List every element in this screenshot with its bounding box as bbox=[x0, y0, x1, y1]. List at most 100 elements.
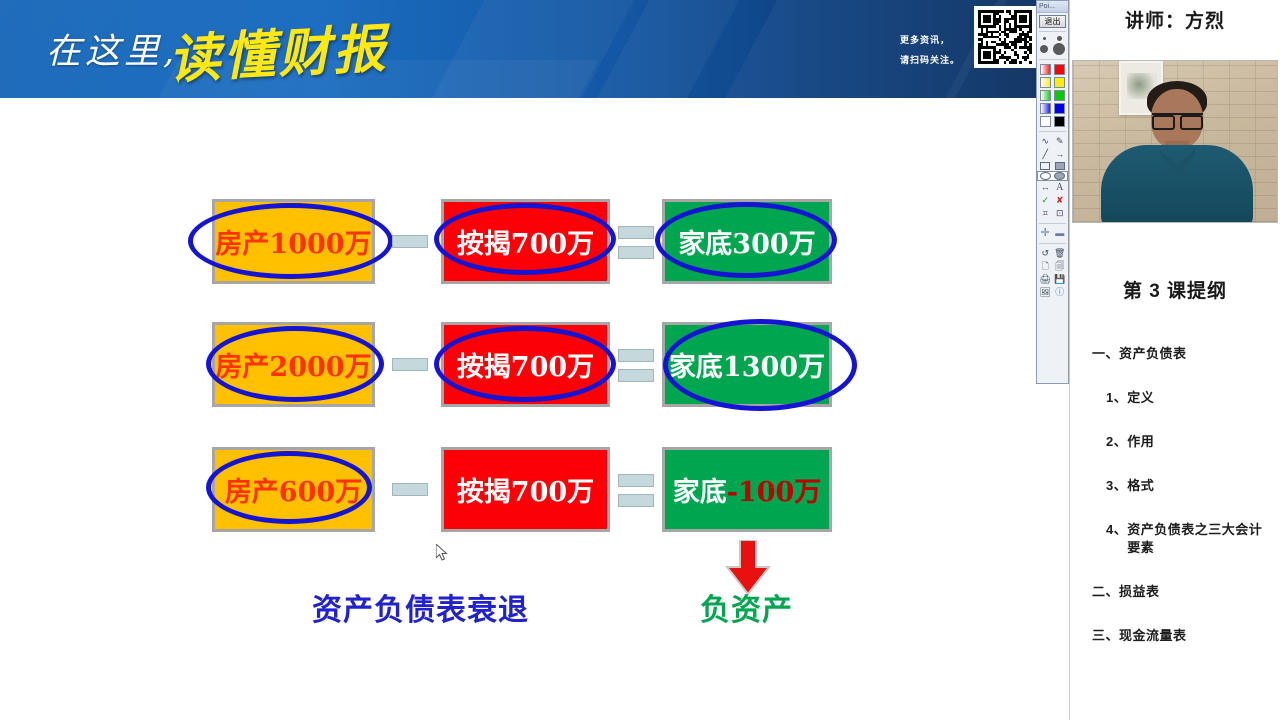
pen-size-row-small[interactable] bbox=[1038, 36, 1067, 41]
tool-row-draw[interactable]: ∿ ✎ bbox=[1038, 136, 1067, 147]
tool-row-text[interactable]: ↔ A bbox=[1038, 182, 1067, 193]
qr-module bbox=[1006, 30, 1009, 34]
qr-module bbox=[980, 45, 984, 49]
liability-box-row2: 按揭700万 bbox=[441, 322, 610, 407]
qr-module bbox=[998, 43, 1002, 46]
qr-module bbox=[1011, 27, 1014, 31]
pen-size-large-icon[interactable] bbox=[1040, 45, 1049, 53]
tool-row-mark[interactable]: ✓ ✘ bbox=[1038, 195, 1067, 206]
rectangle-outline-icon[interactable] bbox=[1040, 162, 1051, 170]
highlighter-icon[interactable]: ✎ bbox=[1055, 136, 1064, 146]
color-row-green[interactable] bbox=[1038, 90, 1067, 101]
qr-module bbox=[1001, 33, 1004, 36]
color-blue-gradient-icon[interactable] bbox=[1039, 103, 1051, 114]
zoom-icon[interactable]: ⊡ bbox=[1055, 208, 1064, 218]
tool-row-addremove[interactable]: ✛ ▬ bbox=[1038, 228, 1067, 239]
qr-module bbox=[1026, 61, 1030, 64]
tool-row-output[interactable]: 🖨 💾 bbox=[1038, 274, 1067, 285]
color-red-gradient-icon[interactable] bbox=[1039, 64, 1051, 75]
qr-module bbox=[1029, 15, 1032, 18]
tool-row-crop[interactable]: ⌗ ⊡ bbox=[1038, 208, 1067, 219]
exit-button[interactable]: 退出 bbox=[1039, 15, 1066, 28]
qr-module bbox=[1019, 40, 1022, 44]
tool-row-misc[interactable]: 🖼 ⓘ bbox=[1038, 287, 1067, 298]
qr-module bbox=[1003, 56, 1007, 59]
qr-module bbox=[1003, 33, 1007, 36]
add-icon[interactable]: ✛ bbox=[1040, 227, 1050, 239]
undo-icon[interactable]: ↺ bbox=[1041, 248, 1050, 258]
color-row-red[interactable] bbox=[1038, 64, 1067, 75]
color-row-yellow[interactable] bbox=[1038, 77, 1067, 88]
qr-module bbox=[985, 30, 989, 34]
qr-module bbox=[988, 45, 991, 49]
ellipse-outline-icon[interactable] bbox=[1039, 172, 1051, 180]
color-row-blue[interactable] bbox=[1038, 103, 1067, 114]
annotation-toolbar[interactable]: Poi... 退出 bbox=[1036, 0, 1069, 384]
qr-module bbox=[983, 56, 986, 59]
color-red-icon[interactable] bbox=[1054, 64, 1066, 75]
qr-module bbox=[990, 20, 994, 23]
qr-module bbox=[983, 30, 986, 34]
pen-size-row-large[interactable] bbox=[1038, 43, 1067, 55]
text-icon[interactable]: A bbox=[1056, 181, 1064, 193]
qr-module bbox=[1029, 56, 1032, 59]
color-green-icon[interactable] bbox=[1054, 90, 1066, 101]
color-green-gradient-icon[interactable] bbox=[1039, 90, 1051, 101]
color-blue-icon[interactable] bbox=[1054, 103, 1066, 114]
tool-row-undo[interactable]: ↺ 🗑 bbox=[1038, 248, 1067, 259]
color-white-icon[interactable] bbox=[1039, 116, 1051, 127]
qr-module bbox=[1026, 22, 1030, 26]
color-yellow-icon[interactable] bbox=[1054, 77, 1066, 88]
qr-module bbox=[983, 33, 986, 36]
tool-row-page[interactable]: 🗋 🗐 bbox=[1038, 261, 1067, 272]
tool-row-ellipse[interactable] bbox=[1037, 171, 1068, 181]
qr-module bbox=[1001, 48, 1004, 52]
qr-module bbox=[1003, 58, 1007, 62]
screenshot-icon[interactable]: 🖼 bbox=[1039, 287, 1051, 297]
rectangle-filled-icon[interactable] bbox=[1054, 162, 1065, 170]
pen-size-xlarge-icon[interactable] bbox=[1052, 43, 1065, 55]
liability-label-row1: 按揭700万 bbox=[456, 229, 595, 260]
pen-size-medium-icon[interactable] bbox=[1056, 36, 1062, 41]
qr-module bbox=[990, 58, 994, 62]
crop-icon[interactable]: ⌗ bbox=[1042, 208, 1048, 218]
qr-module bbox=[988, 17, 991, 21]
new-page-icon[interactable]: 🗋 bbox=[1041, 261, 1049, 271]
tool-row-rect[interactable] bbox=[1038, 162, 1067, 170]
color-row-mono[interactable] bbox=[1038, 116, 1067, 127]
arrow-icon[interactable]: → bbox=[1055, 149, 1065, 159]
color-yellow-gradient-icon[interactable] bbox=[1039, 77, 1051, 88]
qr-module bbox=[980, 17, 984, 21]
qr-module bbox=[980, 58, 984, 62]
color-black-icon[interactable] bbox=[1054, 116, 1066, 127]
equity-box-row1: 家底300万 bbox=[662, 199, 832, 284]
qr-module bbox=[993, 20, 996, 23]
operator-minus-row2 bbox=[390, 353, 430, 375]
equals-bar bbox=[618, 493, 654, 507]
qr-module bbox=[993, 17, 996, 21]
double-arrow-icon[interactable]: ↔ bbox=[1040, 182, 1050, 192]
qr-module bbox=[995, 17, 999, 21]
qr-module bbox=[993, 45, 996, 49]
trash-icon[interactable]: 🗑 bbox=[1054, 248, 1066, 258]
save-icon[interactable]: 💾 bbox=[1054, 274, 1066, 284]
info-icon[interactable]: ⓘ bbox=[1055, 287, 1065, 297]
line-icon[interactable]: ╱ bbox=[1042, 149, 1048, 159]
tool-row-line[interactable]: ╱ → bbox=[1038, 149, 1067, 160]
qr-module bbox=[985, 56, 989, 59]
qr-module bbox=[1019, 48, 1022, 52]
check-icon[interactable]: ✓ bbox=[1041, 195, 1050, 205]
outline-title: 第 3 课提纲 bbox=[1122, 281, 1228, 302]
slide-banner: 在这里, 读懂财报 更多资讯， 请扫码关注。 bbox=[0, 0, 1069, 98]
qr-module bbox=[983, 27, 986, 31]
qr-module bbox=[1026, 58, 1030, 62]
print-icon[interactable]: 🖨 bbox=[1039, 274, 1051, 284]
remove-icon[interactable]: ▬ bbox=[1055, 228, 1065, 238]
copy-icon[interactable]: 🗐 bbox=[1055, 261, 1065, 271]
instructor-name: 讲师：方烈 bbox=[1124, 11, 1225, 32]
ellipse-filled-icon[interactable] bbox=[1054, 172, 1066, 180]
pen-size-small-icon[interactable] bbox=[1043, 37, 1047, 40]
freehand-icon[interactable]: ∿ bbox=[1041, 136, 1050, 146]
cross-icon[interactable]: ✘ bbox=[1055, 195, 1064, 205]
